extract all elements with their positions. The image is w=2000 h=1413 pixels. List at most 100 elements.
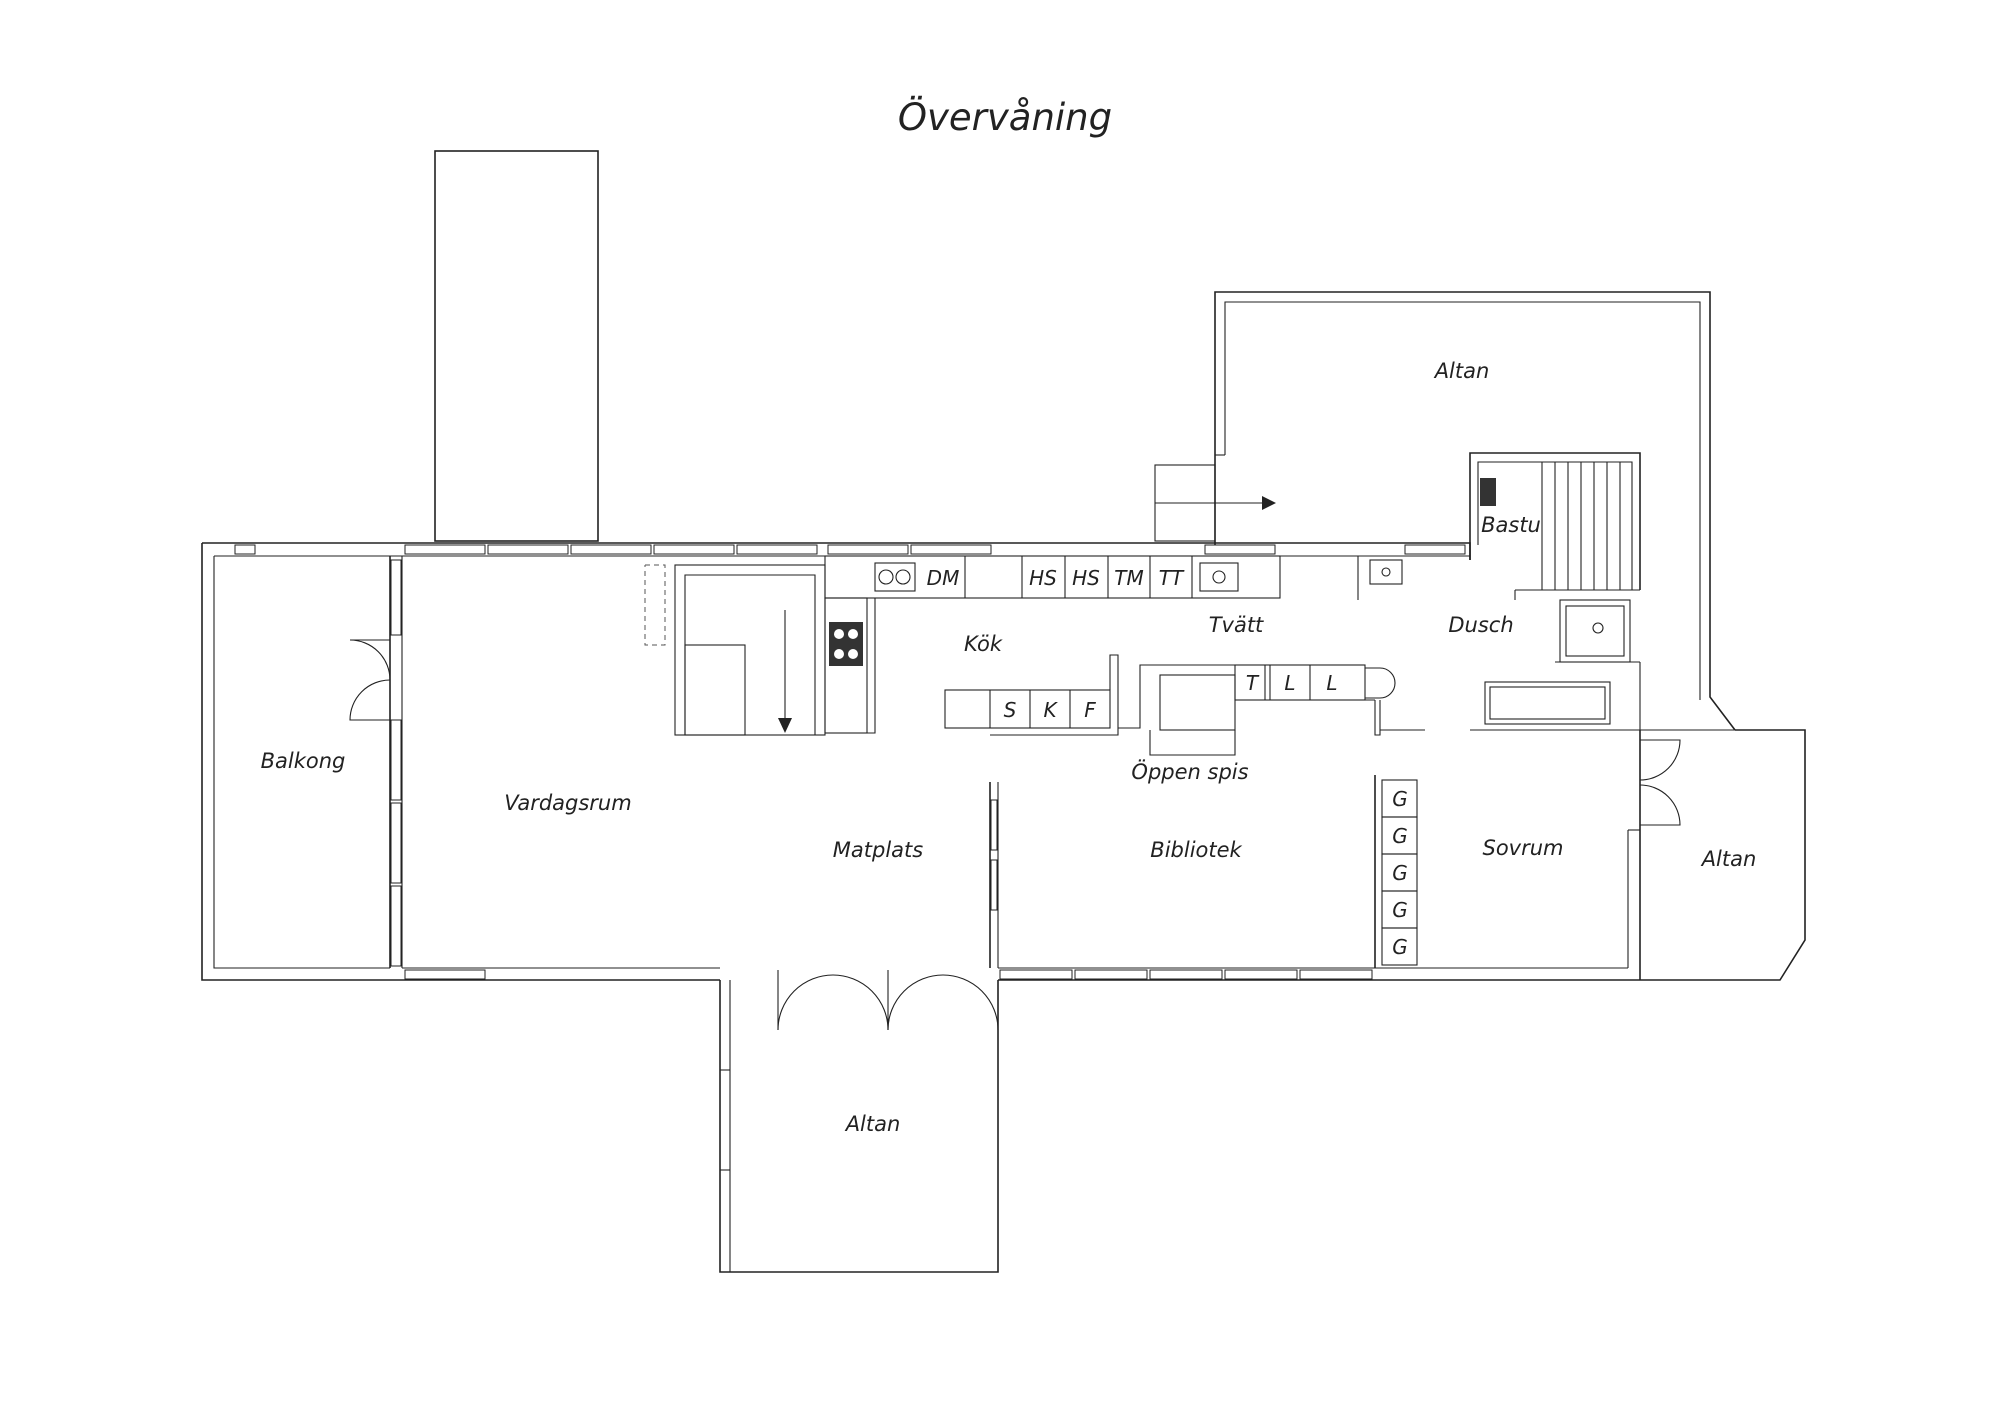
stair-arrow-head bbox=[1262, 496, 1276, 510]
plan-title: Övervåning bbox=[898, 96, 1112, 139]
window-n2 bbox=[487, 544, 569, 555]
room-dusch: Dusch bbox=[1448, 613, 1513, 637]
altan-door-swing-2 bbox=[832, 974, 889, 1031]
appliance-t: T bbox=[1246, 671, 1260, 695]
wardrobe-label-2: G bbox=[1392, 824, 1408, 848]
stove bbox=[829, 622, 863, 666]
appliance-l1: L bbox=[1284, 671, 1295, 695]
altan-right-outline bbox=[1640, 729, 1806, 981]
wardrobe-label-4: G bbox=[1392, 898, 1408, 922]
room-sovrum: Sovrum bbox=[1482, 836, 1563, 860]
bathtub bbox=[1484, 681, 1611, 725]
appliance-dm: DM bbox=[927, 566, 960, 590]
sauna-heater bbox=[1480, 478, 1496, 506]
altan-bottom-outline bbox=[719, 980, 999, 1273]
kitchen-sink-drain-1 bbox=[878, 569, 894, 585]
sovrum-door-swing-1 bbox=[1639, 739, 1681, 781]
altan-top-outline bbox=[1214, 291, 1736, 731]
appliance-f: F bbox=[1084, 698, 1096, 722]
shower-inner bbox=[1565, 605, 1625, 657]
fireplace-hearth bbox=[1149, 730, 1236, 756]
appliance-hs2: HS bbox=[1072, 566, 1100, 590]
window-n5 bbox=[736, 544, 818, 555]
counter-vertical-end bbox=[825, 598, 876, 734]
laundry-counter bbox=[1234, 664, 1366, 701]
appliance-tm: TM bbox=[1114, 566, 1143, 590]
window-n0 bbox=[234, 544, 256, 555]
room-kok: Kök bbox=[964, 632, 1003, 656]
window-s3 bbox=[1074, 969, 1148, 980]
balkong-door-swing-2 bbox=[349, 679, 391, 721]
kitchen-island bbox=[944, 689, 1111, 729]
wash-basin bbox=[1369, 559, 1403, 585]
appliance-l2: L bbox=[1326, 671, 1337, 695]
stove-burner-1 bbox=[834, 629, 844, 639]
stove-burner-4 bbox=[848, 649, 858, 659]
window-n4 bbox=[653, 544, 735, 555]
altan-door-swing-1 bbox=[777, 974, 834, 1031]
island-wall bbox=[990, 654, 1119, 736]
window-w1 bbox=[390, 559, 402, 636]
stove-burner-3 bbox=[834, 649, 844, 659]
wardrobe-label-3: G bbox=[1392, 861, 1408, 885]
window-s2 bbox=[999, 969, 1073, 980]
bibliotek-glass-1 bbox=[990, 799, 998, 851]
toilet bbox=[1365, 667, 1396, 699]
window-s5 bbox=[1224, 969, 1298, 980]
appliance-hs1: HS bbox=[1029, 566, 1057, 590]
kitchen-sink bbox=[874, 562, 916, 592]
west-south-wall bbox=[201, 543, 720, 981]
stove-burner-2 bbox=[848, 629, 858, 639]
room-tvatt: Tvätt bbox=[1209, 613, 1264, 637]
fireplace-insert bbox=[1159, 674, 1236, 731]
window-s4 bbox=[1149, 969, 1223, 980]
room-altan-bottom: Altan bbox=[844, 1112, 901, 1136]
window-n9 bbox=[1404, 544, 1466, 555]
appliance-k: K bbox=[1043, 698, 1058, 722]
shower-drain bbox=[1592, 622, 1604, 634]
dusch-wall-stub bbox=[1374, 700, 1381, 736]
appliance-s: S bbox=[1004, 698, 1017, 722]
wash-basin-drain bbox=[1381, 567, 1391, 577]
sovrum-door-swing-2 bbox=[1639, 784, 1681, 826]
kitchen-sink-drain-2 bbox=[895, 569, 911, 585]
window-w4 bbox=[390, 885, 402, 967]
balkong-inner bbox=[213, 556, 390, 969]
window-w3 bbox=[390, 802, 402, 884]
room-oppen-spis: Öppen spis bbox=[1131, 759, 1248, 784]
room-bibliotek: Bibliotek bbox=[1150, 838, 1242, 862]
balkong-door-swing-1 bbox=[349, 639, 391, 681]
bibliotek-glass-2 bbox=[990, 859, 998, 911]
bastu-outer bbox=[1469, 452, 1641, 590]
altan-door-swing-3 bbox=[887, 974, 944, 1031]
altan-top-inner bbox=[1224, 301, 1701, 700]
shower-tray bbox=[1559, 599, 1631, 663]
window-n1 bbox=[404, 544, 486, 555]
bathtub-inner bbox=[1489, 686, 1606, 720]
room-altan-right: Altan bbox=[1700, 847, 1757, 871]
window-n8 bbox=[1204, 544, 1276, 555]
stair-block-inner bbox=[684, 574, 816, 735]
window-n6 bbox=[827, 544, 909, 555]
appliance-tt: TT bbox=[1159, 566, 1185, 590]
stair-arrow-tip bbox=[778, 718, 792, 733]
wardrobe-label-1: G bbox=[1392, 787, 1408, 811]
window-w2 bbox=[390, 719, 402, 801]
stair-block bbox=[674, 564, 826, 736]
altan-door-swing-4 bbox=[942, 974, 999, 1031]
laundry-sink bbox=[1199, 562, 1239, 592]
window-s1 bbox=[404, 969, 486, 980]
room-vardagsrum: Vardagsrum bbox=[504, 791, 631, 815]
window-n7 bbox=[910, 544, 992, 555]
wardrobe-label-5: G bbox=[1392, 935, 1408, 959]
window-n3 bbox=[570, 544, 652, 555]
room-bastu: Bastu bbox=[1481, 513, 1541, 537]
wardrobe-5 bbox=[1381, 927, 1418, 966]
window-s6 bbox=[1299, 969, 1373, 980]
laundry-sink-drain bbox=[1212, 570, 1226, 584]
chimney-outline bbox=[434, 150, 599, 542]
room-altan-top: Altan bbox=[1433, 359, 1490, 383]
stair-block-step bbox=[684, 644, 746, 736]
counter-top-row bbox=[824, 555, 1281, 599]
